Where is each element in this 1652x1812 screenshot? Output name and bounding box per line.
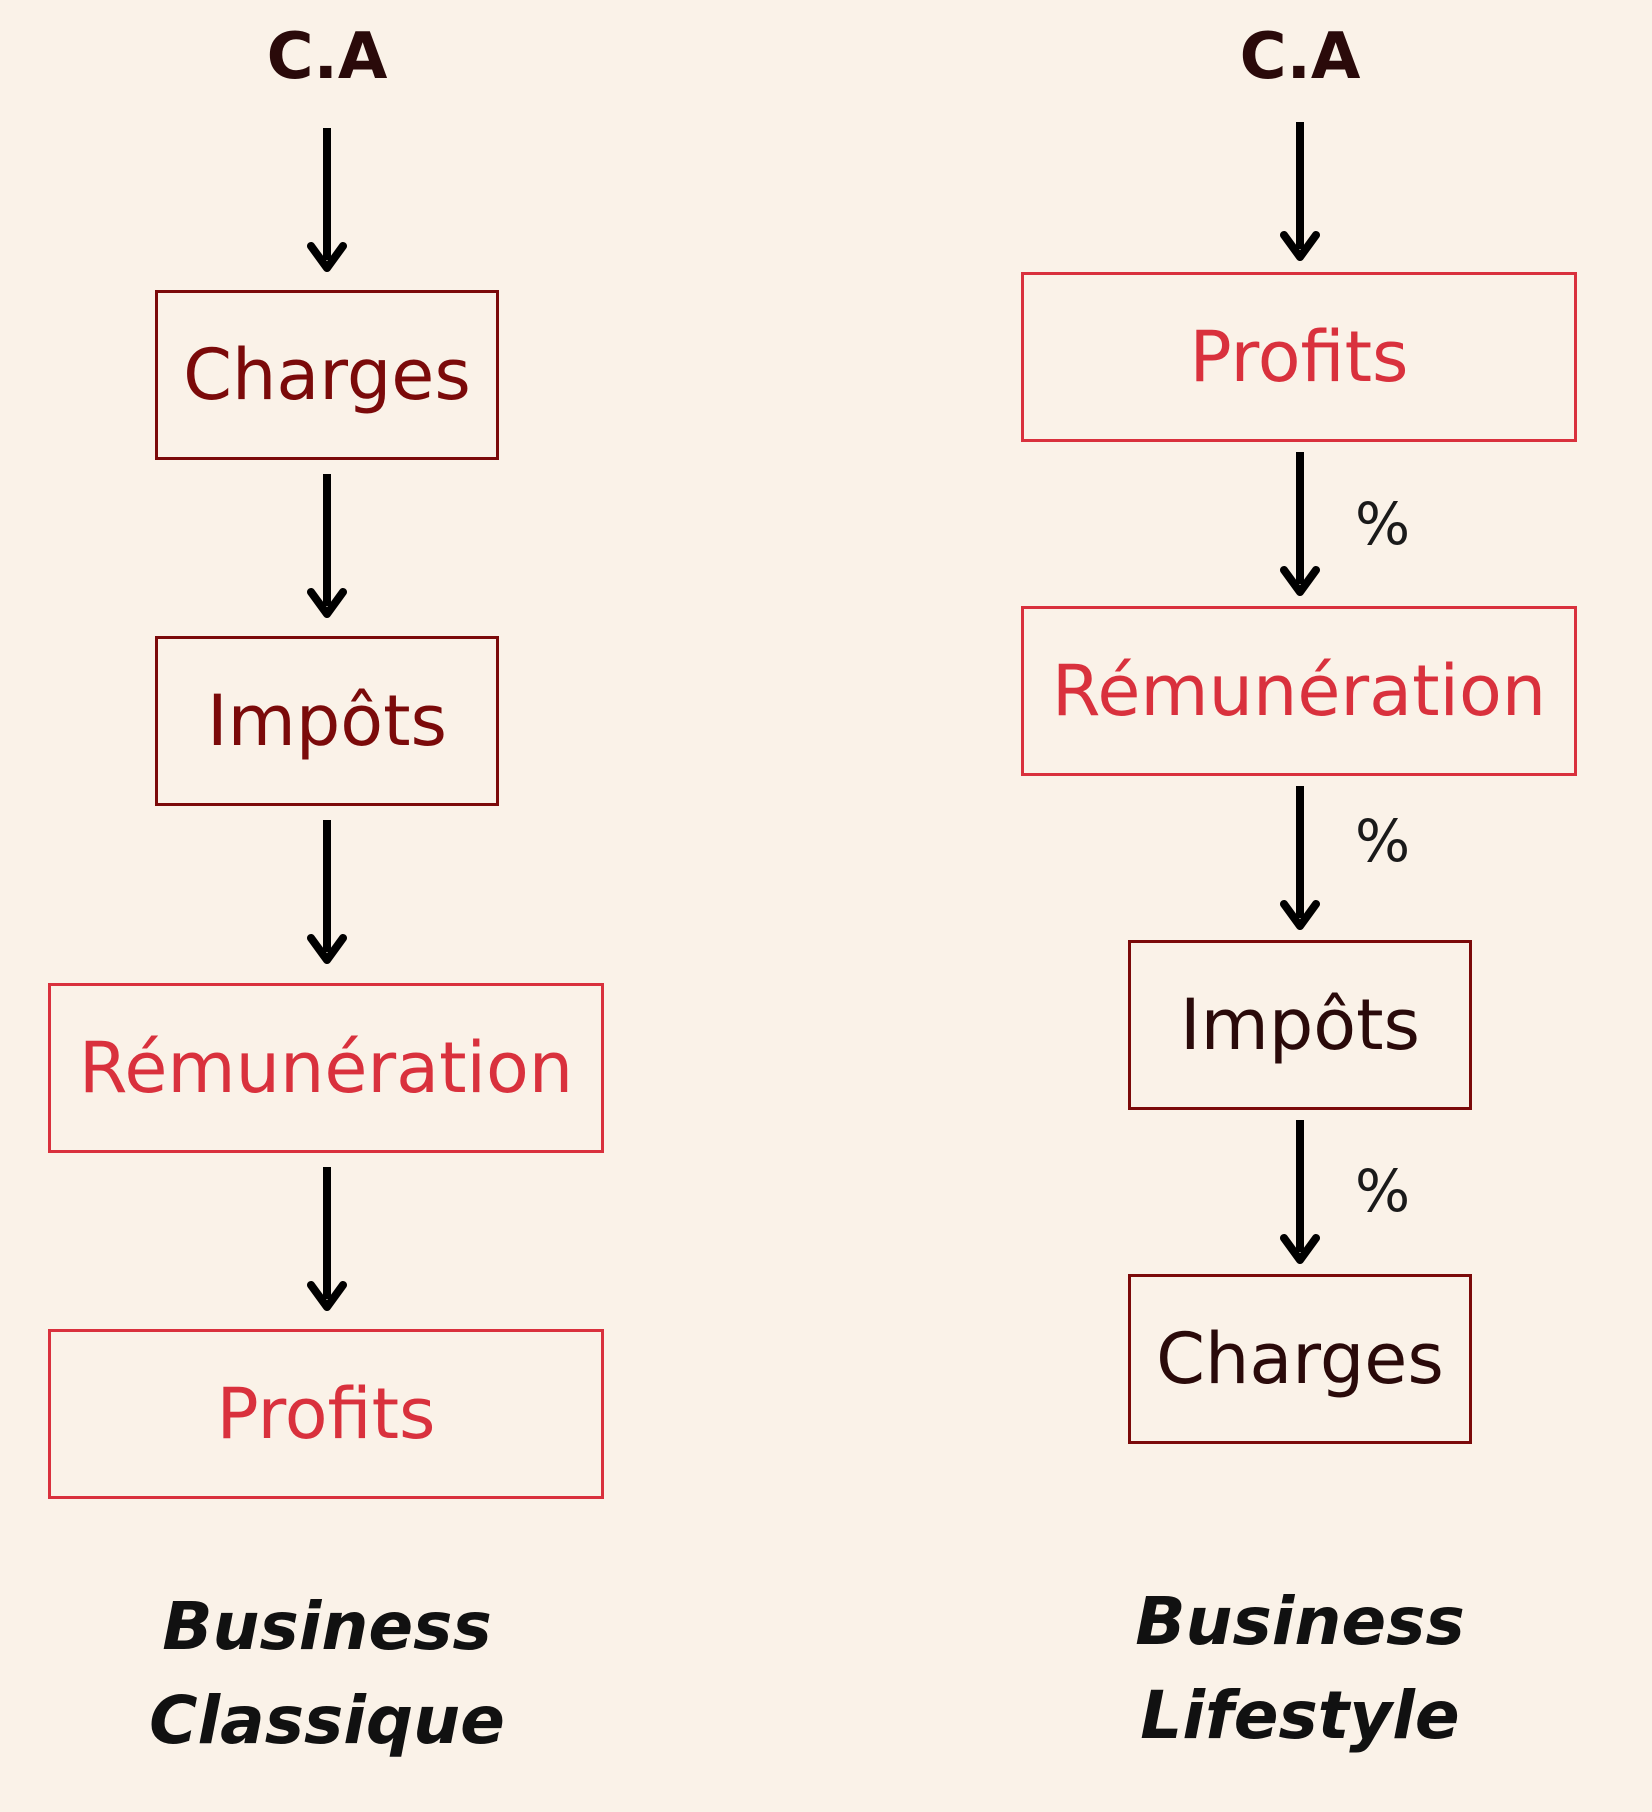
classique-arrow-4 bbox=[307, 1167, 347, 1311]
lifestyle-box-impots: Impôts bbox=[1128, 940, 1472, 1110]
classique-box-remuneration: Rémunération bbox=[48, 983, 604, 1153]
lifestyle-caption-line2: Lifestyle bbox=[1140, 1676, 1460, 1754]
classique-arrow-1 bbox=[307, 128, 347, 272]
lifestyle-arrow-2 bbox=[1280, 452, 1320, 596]
lifestyle-box-charges: Charges bbox=[1128, 1274, 1472, 1444]
classique-arrow-3 bbox=[307, 820, 347, 964]
lifestyle-arrow-4 bbox=[1280, 1120, 1320, 1264]
lifestyle-arrow-3 bbox=[1280, 786, 1320, 930]
classique-top-label: C.A bbox=[266, 20, 388, 94]
lifestyle-percent-2: % bbox=[1355, 807, 1411, 875]
classique-caption: Business Classique bbox=[77, 1580, 577, 1767]
lifestyle-box-profits: Profits bbox=[1021, 272, 1577, 442]
classique-caption-line1: Business bbox=[162, 1588, 492, 1665]
lifestyle-box-remuneration: Rémunération bbox=[1021, 606, 1577, 776]
classique-box-charges: Charges bbox=[155, 290, 499, 460]
lifestyle-caption-line1: Business bbox=[1135, 1583, 1465, 1660]
lifestyle-percent-1: % bbox=[1355, 490, 1411, 558]
classique-caption-line2: Classique bbox=[149, 1681, 505, 1759]
lifestyle-top-label: C.A bbox=[1239, 20, 1361, 94]
lifestyle-caption: Business Lifestyle bbox=[1050, 1575, 1550, 1762]
classique-box-impots: Impôts bbox=[155, 636, 499, 806]
lifestyle-percent-3: % bbox=[1355, 1157, 1411, 1225]
lifestyle-arrow-1 bbox=[1280, 122, 1320, 261]
classique-box-profits: Profits bbox=[48, 1329, 604, 1499]
classique-arrow-2 bbox=[307, 474, 347, 618]
